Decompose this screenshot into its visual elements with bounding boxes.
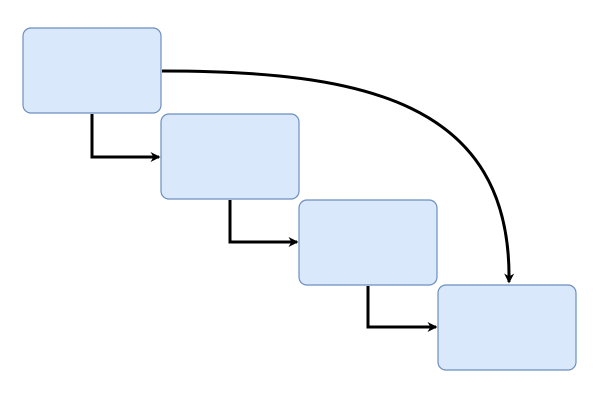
node-step-2[interactable] <box>160 113 300 200</box>
edge-step-3-to-step-4 <box>366 286 438 332</box>
edge-step-2-to-step-3 <box>228 200 299 247</box>
edge-step-1-to-step-4 <box>161 69 515 284</box>
node-step-4[interactable] <box>437 284 577 371</box>
node-step-1[interactable] <box>22 27 162 114</box>
edge-step-1-to-step-2 <box>90 114 161 162</box>
node-step-3[interactable] <box>298 199 438 286</box>
